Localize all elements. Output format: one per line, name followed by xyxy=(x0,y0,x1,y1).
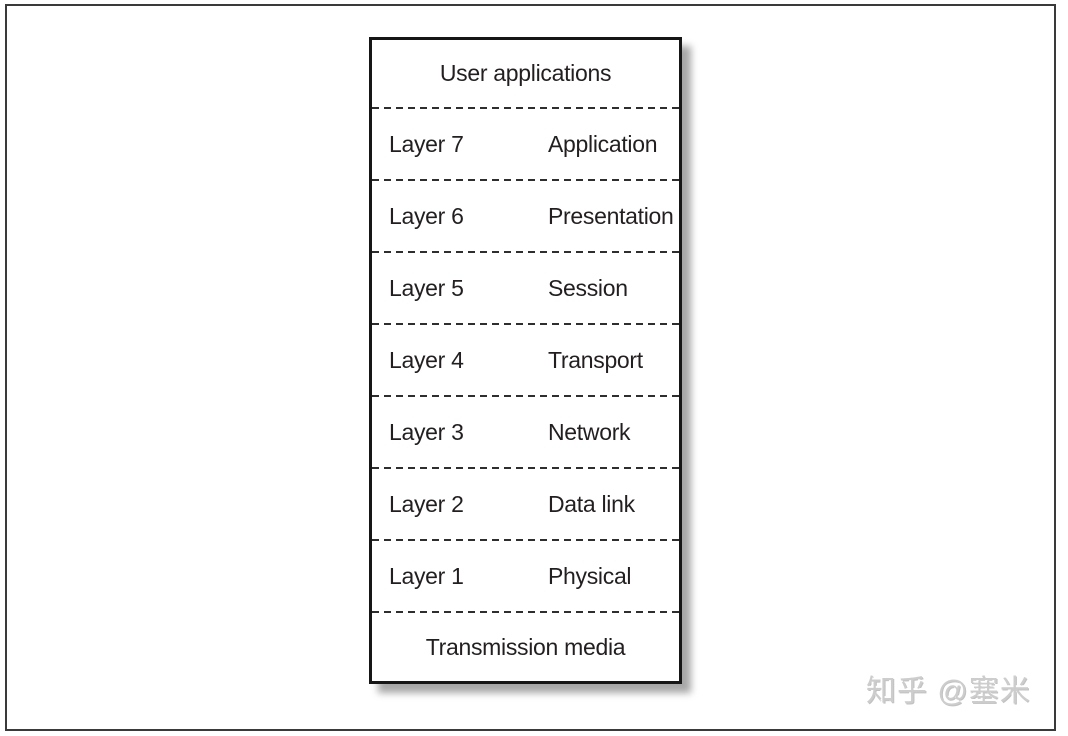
dashed-divider xyxy=(372,179,679,181)
dashed-divider xyxy=(372,107,679,109)
layer-row-4: Layer 4 Transport xyxy=(372,325,679,395)
layer-name-label: Transport xyxy=(548,346,643,373)
layer-number-label: Layer 5 xyxy=(389,274,464,301)
user-applications-label: User applications xyxy=(439,60,612,86)
transmission-media-label: Transmission media xyxy=(425,633,626,660)
dashed-divider xyxy=(372,611,679,613)
layer-number-label: Layer 2 xyxy=(389,490,464,517)
layer-name-label: Presentation xyxy=(548,202,674,229)
dashed-divider xyxy=(372,539,679,541)
layer-row-1: Layer 1 Physical xyxy=(372,541,679,611)
dashed-divider xyxy=(372,467,679,469)
layer-number-label: Layer 4 xyxy=(389,346,464,373)
layer-name-label: Data link xyxy=(548,490,635,517)
layer-name-label: Network xyxy=(548,418,631,445)
layer-number-label: Layer 6 xyxy=(389,202,464,229)
layer-row-2: Layer 2 Data link xyxy=(372,469,679,539)
dashed-divider xyxy=(372,251,679,253)
layer-number-label: Layer 7 xyxy=(389,130,464,157)
layer-name-label: Physical xyxy=(548,562,632,589)
layer-row-3: Layer 3 Network xyxy=(372,397,679,467)
layer-name-label: Application xyxy=(548,130,658,157)
layer-row-7: Layer 7 Application xyxy=(372,109,679,179)
osi-model-diagram: User applications Layer 7 Application La… xyxy=(369,37,682,684)
layer-row-5: Layer 5 Session xyxy=(372,253,679,323)
dashed-divider xyxy=(372,395,679,397)
layer-number-label: Layer 3 xyxy=(389,418,464,445)
layer-number-label: Layer 1 xyxy=(389,562,464,589)
dashed-divider xyxy=(372,323,679,325)
layer-name-label: Session xyxy=(548,274,628,301)
layer-row-6: Layer 6 Presentation xyxy=(372,181,679,251)
zhihu-watermark: 知乎 @塞米 xyxy=(866,675,1031,708)
user-applications-row: User applications xyxy=(372,40,679,107)
transmission-media-row: Transmission media xyxy=(372,613,679,681)
